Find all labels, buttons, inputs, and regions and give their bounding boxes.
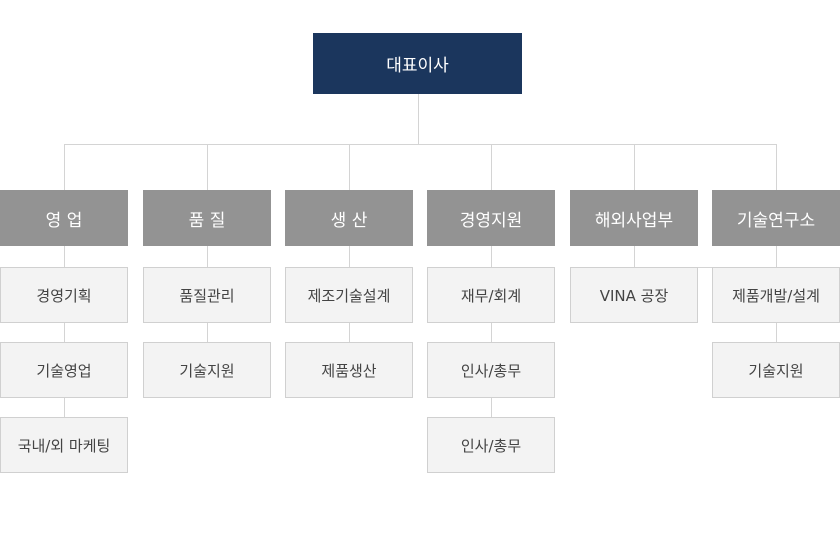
team-management-1: 재무/회계 bbox=[427, 267, 555, 323]
dept-production: 생 산 bbox=[285, 190, 413, 246]
connector-dept-drop bbox=[349, 144, 350, 190]
connector-dept-drop bbox=[776, 144, 777, 190]
team-overseas-1: VINA 공장 bbox=[570, 267, 698, 323]
connector-ceo-down bbox=[417, 94, 419, 144]
dept-quality: 품 질 bbox=[143, 190, 271, 246]
team-production-2: 제품생산 bbox=[285, 342, 413, 398]
team-production-1: 제조기술설계 bbox=[285, 267, 413, 323]
team-rnd-2: 기술지원 bbox=[712, 342, 840, 398]
connector-team-stem bbox=[634, 246, 635, 267]
ceo-box: 대표이사 bbox=[313, 33, 522, 94]
team-quality-1: 품질관리 bbox=[143, 267, 271, 323]
connector-dept-drop bbox=[64, 144, 65, 190]
team-sales-1: 경영기획 bbox=[0, 267, 128, 323]
connector-bus bbox=[64, 144, 777, 145]
connector-dept-drop bbox=[491, 144, 492, 190]
dept-rnd-center: 기술연구소 bbox=[712, 190, 840, 246]
team-management-3: 인사/총무 bbox=[427, 417, 555, 473]
team-management-2: 인사/총무 bbox=[427, 342, 555, 398]
team-sales-2: 기술영업 bbox=[0, 342, 128, 398]
team-rnd-1: 제품개발/설계 bbox=[712, 267, 840, 323]
team-quality-2: 기술지원 bbox=[143, 342, 271, 398]
connector-overseas-rnd bbox=[698, 267, 712, 268]
connector-dept-drop bbox=[634, 144, 635, 190]
team-sales-3: 국내/외 마케팅 bbox=[0, 417, 128, 473]
connector-team-stem bbox=[64, 246, 65, 417]
connector-dept-drop bbox=[207, 144, 208, 190]
dept-sales: 영 업 bbox=[0, 190, 128, 246]
dept-management-support: 경영지원 bbox=[427, 190, 555, 246]
dept-overseas-business: 해외사업부 bbox=[570, 190, 698, 246]
connector-team-stem bbox=[491, 246, 492, 417]
